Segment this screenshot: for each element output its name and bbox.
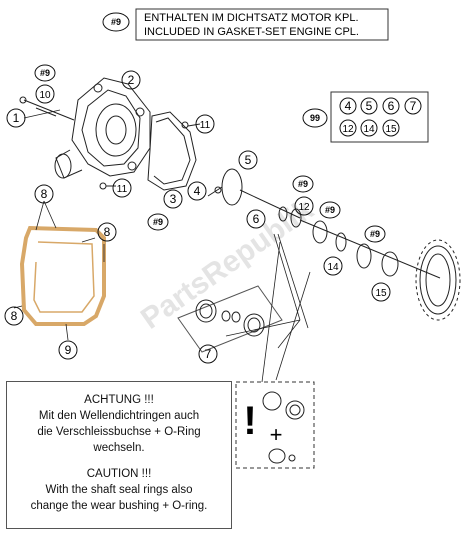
badge-9-b: #9 xyxy=(153,217,163,227)
badge-9-d: #9 xyxy=(325,205,335,215)
drive-gear xyxy=(415,239,461,321)
gasket xyxy=(147,111,197,191)
callout-10: 10 xyxy=(39,90,51,101)
warning-box-frame xyxy=(235,381,315,469)
kit-box-frame xyxy=(330,91,429,143)
header-badge xyxy=(102,12,130,32)
kit-item-4: 4 xyxy=(345,99,352,113)
callout-14: 14 xyxy=(327,262,339,273)
seal-detail xyxy=(177,285,283,353)
warning-note: ACHTUNG !!! Mit den Wellendichtringen au… xyxy=(6,381,232,529)
warning-line-en-1: With the shaft seal rings also xyxy=(45,484,193,496)
callout-12: 12 xyxy=(298,202,310,213)
warning-title-de: ACHTUNG !!! xyxy=(84,394,154,406)
callout-7: 7 xyxy=(205,347,212,361)
warning-line-de-2: die Verschleissbuchse + O-Ring xyxy=(37,426,201,438)
screws xyxy=(19,96,201,190)
leader-lines xyxy=(13,109,311,383)
warning-title-en: CAUTION !!! xyxy=(86,468,152,480)
callout-2: 2 xyxy=(128,73,135,87)
callout-1: 1 xyxy=(13,111,20,125)
header-badge-label: #9 xyxy=(111,17,121,27)
badge-9-a: #9 xyxy=(40,68,50,78)
callout-8-top: 8 xyxy=(41,187,48,201)
pump-housing-cover xyxy=(54,77,151,179)
exclamation-icon: ! xyxy=(243,399,256,443)
kit-item-7: 7 xyxy=(410,99,417,113)
header-note-box xyxy=(135,8,389,41)
kit-item-12: 12 xyxy=(342,124,354,135)
warning-line-de-1: Mit den Wellendichtringen auch xyxy=(38,410,200,422)
warning-line-en-2: change the wear bushing + O-ring. xyxy=(30,500,208,512)
callout-8-left: 8 xyxy=(11,309,18,323)
badge-9-c: #9 xyxy=(298,179,308,189)
kit-item-15: 15 xyxy=(385,124,397,135)
callout-circles xyxy=(4,70,391,364)
header-note: #9 ENTHALTEN IM DICHTSATZ MOTOR KPL. INC… xyxy=(102,8,389,41)
kit-item-14: 14 xyxy=(363,124,375,135)
plus-icon: + xyxy=(270,422,283,447)
callout-6: 6 xyxy=(253,212,260,226)
kit-item-5: 5 xyxy=(366,99,373,113)
kit-badge xyxy=(302,108,328,128)
callout-11-bottom: 11 xyxy=(117,184,128,195)
header-line-en: INCLUDED IN GASKET-SET ENGINE CPL. xyxy=(144,26,359,38)
callout-5: 5 xyxy=(245,153,252,167)
header-line-de: ENTHALTEN IM DICHTSATZ MOTOR KPL. xyxy=(144,12,359,24)
callout-4: 4 xyxy=(194,184,201,198)
outer-cover xyxy=(19,225,106,326)
kit-item-6: 6 xyxy=(388,99,395,113)
gasket-set-badges xyxy=(34,64,386,243)
callout-11-right: 11 xyxy=(200,120,211,131)
callout-8-right: 8 xyxy=(104,225,111,239)
callout-3: 3 xyxy=(170,192,177,206)
callout-9: 9 xyxy=(65,343,72,357)
badge-9-e: #9 xyxy=(370,229,380,239)
callout-15: 15 xyxy=(375,288,387,299)
kit-badge-label: 99 xyxy=(310,113,320,123)
warning-box: ! + xyxy=(235,381,315,469)
kit-box: 99 4 5 6 7 12 14 15 xyxy=(302,91,429,143)
warning-line-de-3: wechseln. xyxy=(93,442,145,454)
